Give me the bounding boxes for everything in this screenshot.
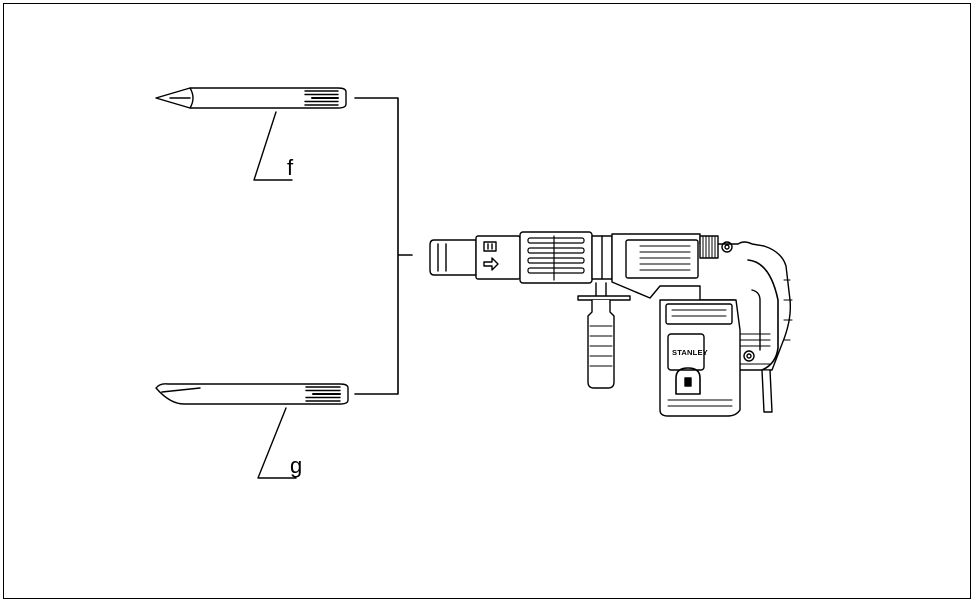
leader-line-g: [257, 407, 297, 479]
figure-frame: [3, 3, 971, 599]
tool-brand-label: STANLEY: [672, 348, 708, 357]
pointed-chisel: [155, 87, 347, 109]
demolition-hammer: STANLEY: [429, 231, 793, 417]
flat-chisel: [155, 383, 349, 405]
leader-line-f: [253, 111, 293, 181]
label-g: g: [290, 453, 302, 478]
label-f: f: [287, 155, 294, 180]
bracket-connector: [354, 97, 413, 395]
